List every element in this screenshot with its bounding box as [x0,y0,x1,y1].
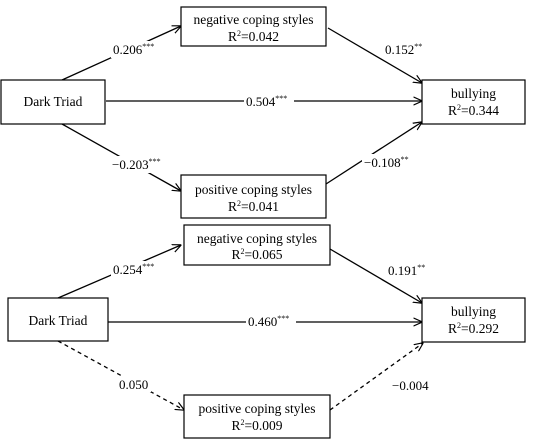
coef-a-negative: 0.254*** [113,262,154,277]
negative-coping-r2: R2=0.042 [228,29,279,44]
bullying-box [421,79,526,125]
positive-coping-box [183,394,331,439]
bullying-box [421,297,526,343]
dark-triad-label: Dark Triad [24,94,83,109]
negative-coping-box [183,224,331,266]
coef-direct: 0.460*** [248,314,289,329]
edge-negative-to-bullying [327,27,422,83]
positive-coping-r2: R2=0.041 [228,199,279,214]
positive-coping-box [180,174,327,219]
negative-coping-label: negative coping styles [194,12,314,27]
panel-1: negative coping styles R2=0.042 Dark Tri… [0,6,526,219]
coef-b-negative: 0.191** [388,263,425,278]
dark-triad-box [7,297,109,342]
bullying-label: bullying [451,304,496,319]
bullying-label: bullying [451,86,496,101]
negative-coping-r2: R2=0.065 [231,247,282,262]
bullying-r2: R2=0.292 [448,321,499,336]
coef-b-positive: −0.004 [392,378,429,393]
positive-coping-r2: R2=0.009 [231,418,282,433]
coef-a-positive: −0.203*** [112,157,161,172]
dark-triad-box [0,79,106,125]
coef-direct: 0.504*** [246,94,287,109]
coef-a-positive: 0.050 [119,377,148,392]
edge-positive-to-bullying [325,122,422,185]
bullying-r2: R2=0.344 [448,103,499,118]
negative-coping-label: negative coping styles [197,231,317,246]
dark-triad-label: Dark Triad [29,313,88,328]
coef-b-negative: 0.152** [385,42,422,57]
edge-positive-to-bullying [329,343,423,411]
coef-a-negative: 0.206*** [113,42,154,57]
positive-coping-label: positive coping styles [199,401,316,416]
edge-dark-triad-to-positive [57,340,184,410]
coef-b-positive: −0.108** [364,155,409,170]
edge-negative-to-bullying [329,248,422,303]
panel-2: negative coping styles R2=0.065 Dark Tri… [7,224,526,439]
negative-coping-box [180,6,327,47]
positive-coping-label: positive coping styles [195,182,312,197]
